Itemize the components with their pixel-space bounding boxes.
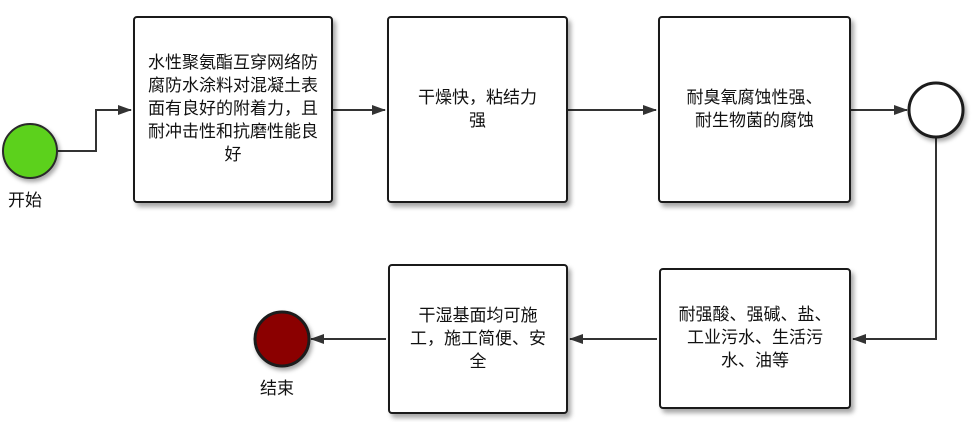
step-1-text: 水性聚氨酯互穿网络防腐防水涂料对混凝土表面有良好的附着力，且耐冲击性和抗磨性能良… [148,53,318,165]
step-5-box: 干湿基面均可施工，施工简便、安全 [388,264,568,414]
end-event-label: 结束 [260,379,294,399]
edge-gateway-to-step4 [852,137,937,344]
start-event [2,123,58,179]
end-event [253,310,311,368]
step-2-box: 干燥快，粘结力强 [387,16,568,203]
step-3-text: 耐臭氧腐蚀性强、耐生物菌的腐蚀 [686,87,823,131]
intermediate-gateway [907,81,965,139]
step-4-box: 耐强酸、强碱、盐、工业污水、生活污水、油等 [659,268,851,409]
step-5-text: 干湿基面均可施工，施工简便、安全 [410,305,546,372]
step-2-text: 干燥快，粘结力强 [418,87,537,131]
step-4-text: 耐强酸、强碱、盐、工业污水、生活污水、油等 [678,305,832,371]
edge-start-to-step1 [58,105,132,152]
step-1-box: 水性聚氨酯互穿网络防腐防水涂料对混凝土表面有良好的附着力，且耐冲击性和抗磨性能良… [133,16,333,203]
step-3-box: 耐臭氧腐蚀性强、耐生物菌的腐蚀 [658,16,851,203]
start-event-label: 开始 [8,191,42,211]
